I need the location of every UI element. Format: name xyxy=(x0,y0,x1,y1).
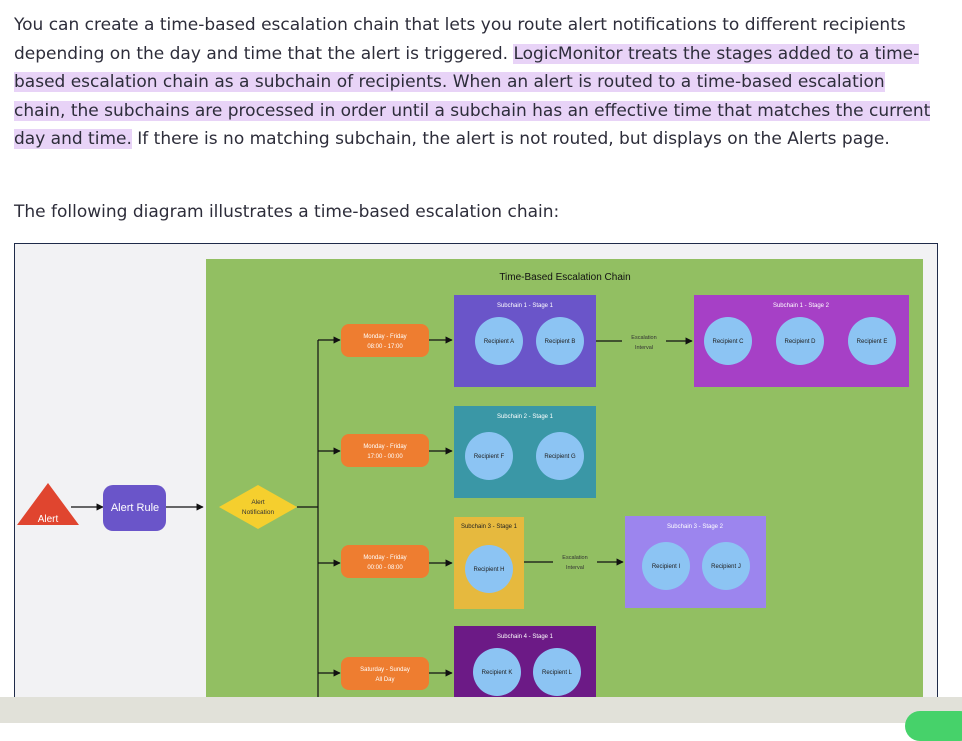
escalation-label-2a: Escalation xyxy=(562,555,587,561)
notification-label-1: Alert xyxy=(251,499,265,506)
recipient-g-label: Recipient G xyxy=(544,454,576,460)
recipient-d xyxy=(776,317,824,365)
recipient-e-label: Recipient E xyxy=(857,339,888,345)
recipient-d-label: Recipient D xyxy=(784,339,816,345)
page-footer-bar xyxy=(0,697,962,723)
time-box-4-line1: Saturday - Sunday xyxy=(360,667,410,673)
diagram-svg: Time-Based Escalation Chain Alert Alert … xyxy=(17,259,923,704)
recipient-j-label: Recipient J xyxy=(711,564,741,570)
recipient-a xyxy=(475,317,523,365)
recipient-f xyxy=(465,432,513,480)
time-box-4 xyxy=(341,657,429,690)
diagram-title: Time-Based Escalation Chain xyxy=(499,272,630,283)
time-box-2-line2: 17:00 - 00:00 xyxy=(367,454,403,460)
time-box-4-line2: All Day xyxy=(375,677,394,683)
time-box-2-line1: Monday - Friday xyxy=(363,444,406,450)
subchain-1-stage-1-label: Subchain 1 - Stage 1 xyxy=(497,303,554,309)
notification-label-2: Notification xyxy=(242,509,275,516)
recipient-b-label: Recipient B xyxy=(545,339,576,345)
escalation-label-1b: Interval xyxy=(635,345,653,351)
recipient-g xyxy=(536,432,584,480)
recipient-b xyxy=(536,317,584,365)
subchain-3-stage-1-label: Subchain 3 - Stage 1 xyxy=(461,524,518,530)
recipient-h-label: Recipient H xyxy=(473,567,504,573)
recipient-c-label: Recipient C xyxy=(712,339,744,345)
alert-rule-box xyxy=(103,485,166,531)
diagram-intro-paragraph: The following diagram illustrates a time… xyxy=(14,202,560,222)
recipient-c xyxy=(704,317,752,365)
escalation-chain-diagram: Time-Based Escalation Chain Alert Alert … xyxy=(14,243,938,704)
intro-text-a: You can create a time-based escalation c… xyxy=(14,15,906,64)
subchain-4-stage-1-label: Subchain 4 - Stage 1 xyxy=(497,634,554,640)
time-box-1 xyxy=(341,324,429,357)
recipient-k xyxy=(473,648,521,696)
escalation-label-bg-1 xyxy=(622,330,666,352)
time-box-3-line2: 00:00 - 08:00 xyxy=(367,565,403,571)
intro-paragraph: You can create a time-based escalation c… xyxy=(14,11,934,154)
recipient-l-label: Recipient L xyxy=(542,670,573,676)
alert-label: Alert xyxy=(38,514,59,525)
recipient-l xyxy=(533,648,581,696)
alert-triangle xyxy=(17,483,79,525)
recipient-k-label: Recipient K xyxy=(482,670,513,676)
subchain-3-stage-2-label: Subchain 3 - Stage 2 xyxy=(667,524,724,530)
time-box-3 xyxy=(341,545,429,578)
recipient-a-label: Recipient A xyxy=(484,339,514,345)
recipient-i xyxy=(642,542,690,590)
alert-rule-label: Alert Rule xyxy=(111,502,159,514)
recipient-i-label: Recipient I xyxy=(652,564,681,570)
time-box-2 xyxy=(341,434,429,467)
subchain-1-stage-2-label: Subchain 1 - Stage 2 xyxy=(773,303,830,309)
recipient-h xyxy=(465,545,513,593)
alert-notification-diamond xyxy=(219,485,297,529)
intro-text-b: If there is no matching subchain, the al… xyxy=(131,129,890,149)
chat-launcher-button[interactable] xyxy=(905,711,962,741)
recipient-e xyxy=(848,317,896,365)
recipient-j xyxy=(702,542,750,590)
subchain-2-stage-1-label: Subchain 2 - Stage 1 xyxy=(497,414,554,420)
escalation-label-1a: Escalation xyxy=(631,335,656,341)
time-box-1-line2: 08:00 - 17:00 xyxy=(367,344,403,350)
time-box-3-line1: Monday - Friday xyxy=(363,555,406,561)
recipient-f-label: Recipient F xyxy=(474,454,505,460)
escalation-label-bg-2 xyxy=(553,550,597,573)
escalation-label-2b: Interval xyxy=(566,565,584,571)
time-box-1-line1: Monday - Friday xyxy=(363,334,406,340)
